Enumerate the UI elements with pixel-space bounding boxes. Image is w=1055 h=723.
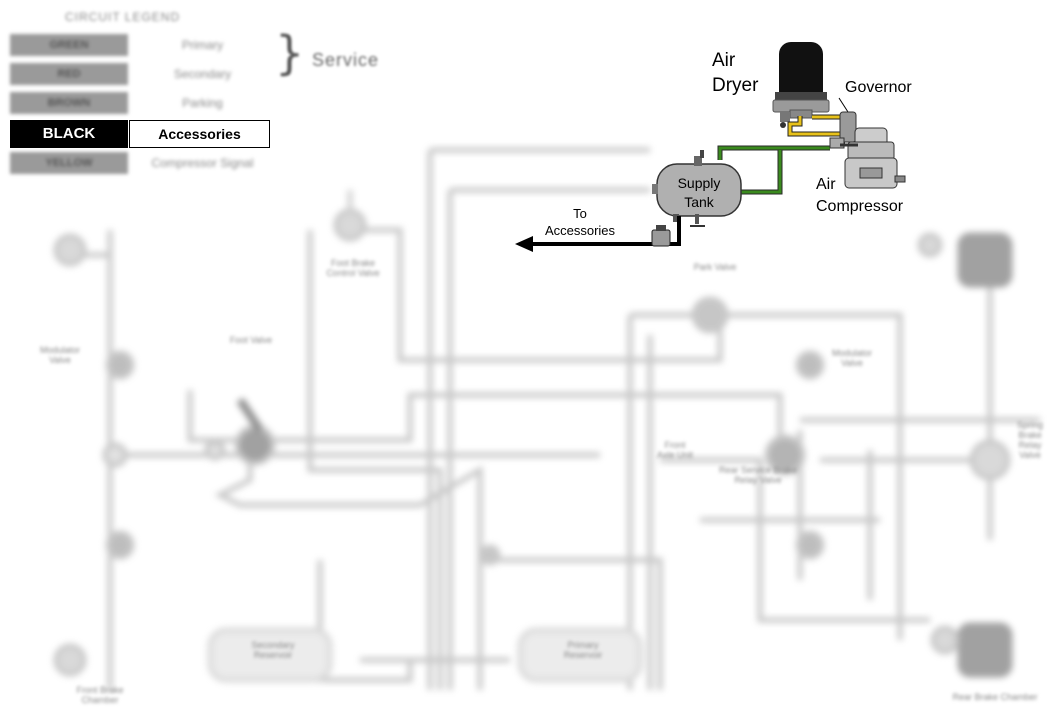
- air-compressor-label: Air Compressor: [816, 174, 903, 218]
- primary-supply-lines: [717, 139, 845, 195]
- legend-row-black: BLACK Accessories: [10, 120, 272, 148]
- service-label: Service: [312, 50, 380, 70]
- legend-desc-primary: Primary: [181, 38, 224, 52]
- legend-row-brown: BROWN Parking: [10, 92, 272, 114]
- legend-color-brown: BROWN: [10, 92, 128, 114]
- supply-tank-label: Supply Tank: [666, 174, 732, 212]
- legend-row-red: RED Secondary: [10, 63, 272, 85]
- modulator-left-label: Modulator Valve: [39, 345, 81, 365]
- supply-tank-label-line1: Supply: [677, 175, 721, 191]
- legend-row-green: GREEN Primary: [10, 34, 272, 56]
- air-dryer-label: Air Dryer: [712, 48, 758, 98]
- park-valve-label: Park Valve: [693, 262, 737, 272]
- rear-brake-chamber-label: Rear Brake Chamber: [952, 692, 1038, 702]
- to-accessories-label: To Accessories: [530, 205, 630, 239]
- relay-valve-label: Rear Service Brake Relay Valve: [718, 465, 798, 485]
- blurred-brake-circuits: [53, 147, 1040, 690]
- legend-color-red: RED: [10, 63, 128, 85]
- to-accessories-label-line2: Accessories: [544, 223, 616, 238]
- legend-desc-secondary: Secondary: [173, 67, 232, 81]
- accessory-line: [515, 216, 681, 252]
- front-brake-chamber-label: Front Brake Chamber: [76, 685, 124, 705]
- spring-brake-relay-label: Spring Brake Relay Valve: [1016, 420, 1043, 460]
- air-compressor-icon: [840, 127, 906, 189]
- legend-color-green: GREEN: [10, 34, 128, 56]
- legend-desc-parking: Parking: [182, 96, 223, 110]
- air-compressor-label-line1: Air: [816, 176, 836, 193]
- to-accessories-label-line1: To: [573, 206, 587, 221]
- supply-tank-icon: [652, 150, 742, 227]
- foot-brake-valve-label: Foot Brake Control Valve: [326, 258, 380, 278]
- air-compressor-label-line2: Compressor: [816, 198, 904, 215]
- air-dryer-label-line2: Dryer: [712, 75, 759, 96]
- supply-tank-label-line2: Tank: [684, 194, 714, 210]
- governor-signal-lines: [787, 97, 850, 137]
- secondary-reservoir-label: Secondary Reservoir: [251, 640, 295, 660]
- legend-title: CIRCUIT LEGEND: [65, 10, 181, 24]
- air-dryer-label-line1: Air: [712, 50, 736, 71]
- primary-reservoir-label: Primary Reservoir: [563, 640, 603, 660]
- governor-icon: [829, 111, 857, 149]
- legend-desc-compressor-signal: Compressor Signal: [151, 156, 254, 170]
- legend-color-yellow: YELLOW: [10, 152, 128, 174]
- legend-desc-accessories: Accessories: [129, 120, 270, 148]
- service-brace: }: [275, 26, 305, 80]
- governor-label: Governor: [845, 79, 912, 96]
- air-dryer-icon: [772, 42, 830, 128]
- foot-valve-label: Foot Valve: [229, 335, 273, 345]
- legend-color-black: BLACK: [10, 120, 128, 148]
- legend-row-yellow: YELLOW Compressor Signal: [10, 152, 272, 174]
- front-axle-label: Front Axle Unit: [656, 440, 693, 460]
- modulator-right-label: Modulator Valve: [831, 348, 873, 368]
